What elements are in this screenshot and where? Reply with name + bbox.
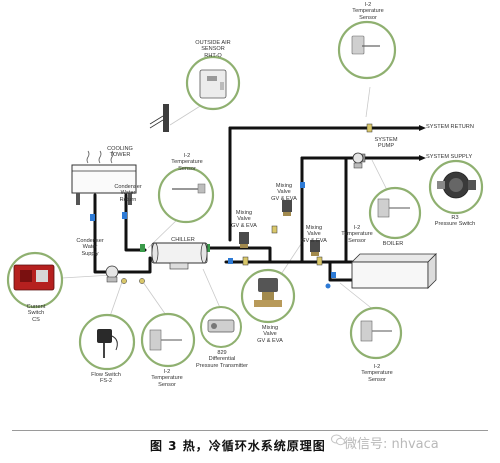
mixing-valve-bottom-callout [240, 268, 296, 324]
wechat-icon [331, 434, 345, 446]
temp-sensor-right-callout [368, 186, 422, 240]
temp-sensor-bottom-right-callout [349, 306, 403, 360]
caption-divider [12, 430, 488, 431]
boiler-unit [351, 253, 437, 289]
temp-sensor-upper-callout [157, 166, 215, 224]
caption-area [0, 427, 500, 458]
flow-switch-callout [78, 313, 136, 371]
chiller-label: CHILLER [171, 237, 195, 243]
diff-pressure-callout [200, 306, 242, 348]
mixing-valve-icons [239, 200, 320, 256]
boiler-label: BOILER [382, 241, 404, 247]
temp-sensor-top-callout [337, 20, 397, 80]
system-return-label: SYSTEM RETURN [426, 124, 474, 130]
cooling-tower [71, 150, 137, 205]
outside-air-sensor-callout [185, 55, 241, 111]
outside-air-mount [149, 104, 169, 132]
temp-sensor-bottom-left-callout [140, 312, 196, 368]
current-switch-callout [6, 251, 64, 309]
figure-caption: 图 3 热，冷循环水系统原理图 [150, 439, 326, 453]
pressure-switch-callout [428, 159, 484, 215]
system-pump [352, 152, 364, 169]
system-supply-label: SYSTEM SUPPLY [426, 154, 473, 160]
condenser-pump [105, 265, 119, 283]
watermark-text: 微信号: nhvaca [344, 437, 439, 452]
chiller-unit [151, 242, 208, 270]
pipe-arrows [419, 125, 426, 161]
